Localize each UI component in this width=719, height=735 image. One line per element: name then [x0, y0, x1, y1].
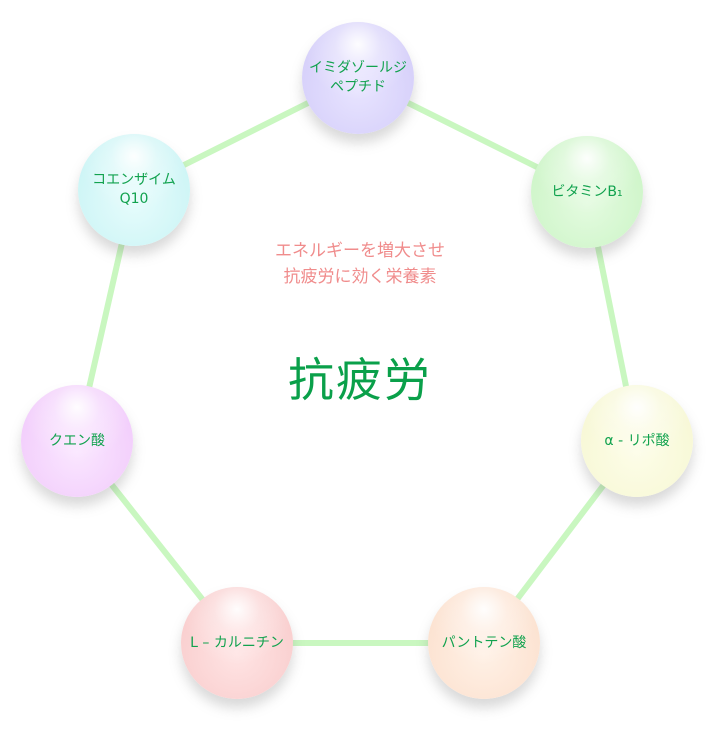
node-label: ビタミンB₁ — [551, 183, 623, 200]
node-label: コエンザイム Q10 — [92, 172, 176, 207]
node-label: α - リポ酸 — [604, 432, 670, 449]
node-label: クエン酸 — [49, 432, 105, 449]
center-title: 抗疲労 — [288, 353, 432, 407]
node-vitamin-b1: ビタミンB₁ — [531, 136, 643, 248]
node-label: イミダゾールジ ペプチド — [309, 60, 407, 95]
node-imidazole-dipeptide: イミダゾールジ ペプチド — [302, 22, 414, 134]
subtitle-line-1: エネルギーを増大させ — [275, 241, 445, 261]
node-coenzyme-q10: コエンザイム Q10 — [78, 134, 190, 246]
center-subtitle: エネルギーを増大させ 抗疲労に効く栄養素 — [210, 238, 510, 290]
node-l-carnitine: L – カルニチン — [181, 587, 293, 699]
node-pantothenic-acid: パントテン酸 — [428, 587, 540, 699]
node-label: L – カルニチン — [190, 634, 284, 651]
subtitle-line-2: 抗疲労に効く栄養素 — [283, 267, 437, 287]
node-label: パントテン酸 — [441, 634, 527, 651]
node-citric-acid: クエン酸 — [21, 385, 133, 497]
node-alpha-lipoic-acid: α - リポ酸 — [581, 385, 693, 497]
